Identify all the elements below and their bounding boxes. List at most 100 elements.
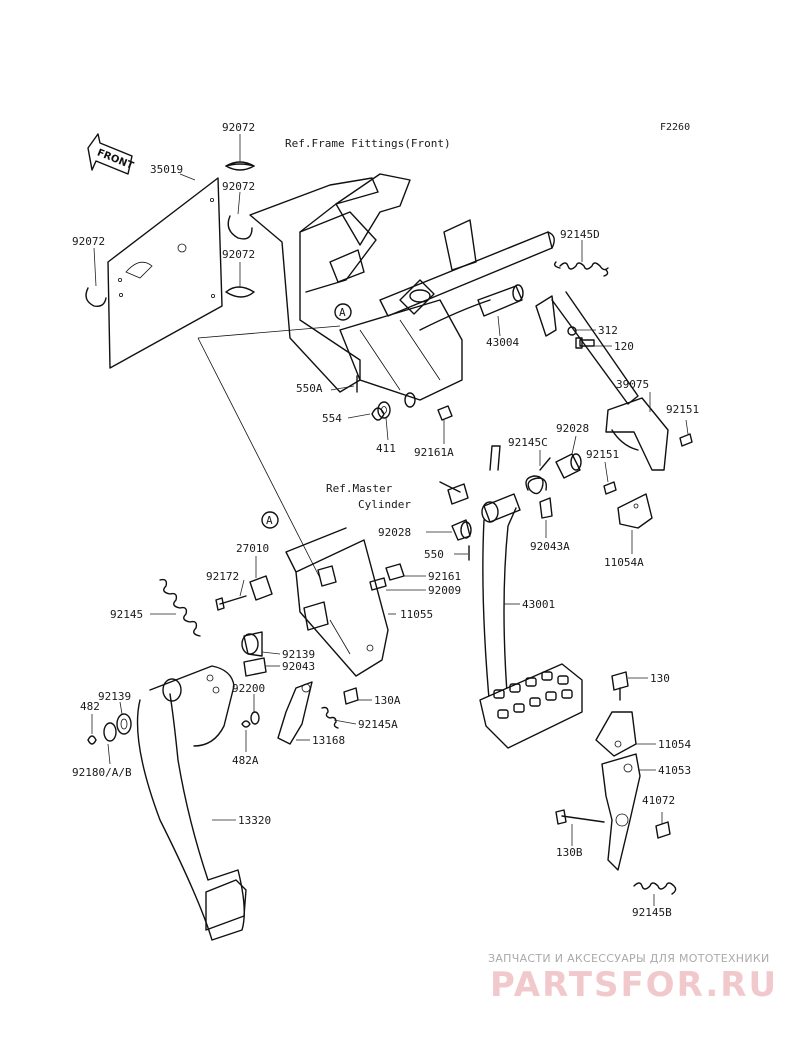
label-130a: 130A (374, 694, 401, 707)
spring-92145a (321, 706, 339, 729)
pin-92043a (539, 497, 553, 519)
clip-92072-b (227, 215, 253, 240)
bolt-130 (611, 671, 629, 701)
bracket-11055 (285, 527, 389, 677)
ref-master-cylinder-line2: Cylinder (358, 498, 411, 511)
callout-a-top: A (334, 303, 352, 321)
label-92072-b: 92072 (222, 180, 255, 193)
label-482a: 482A (232, 754, 259, 767)
cover-plate-35019 (107, 177, 223, 369)
tube-43004 (477, 284, 524, 317)
bolt-120 (575, 337, 595, 349)
svg-text:A: A (339, 306, 346, 319)
label-92145b: 92145B (632, 906, 672, 919)
label-92151-b: 92151 (586, 448, 619, 461)
bushing-92139-a (241, 631, 263, 657)
bushing-92028-b (451, 519, 472, 541)
label-130: 130 (650, 672, 670, 685)
label-92072-a: 92072 (222, 121, 255, 134)
label-92139-a: 92139 (282, 648, 315, 661)
ref-line-top (197, 325, 341, 339)
label-92180-a-b: 92180/A/B (72, 766, 132, 779)
svg-text:A: A (266, 514, 273, 527)
front-arrow-icon: FRONT (87, 133, 135, 175)
arm-39075 (535, 291, 669, 471)
spring-92145 (159, 578, 201, 637)
label-43001: 43001 (522, 598, 555, 611)
clutch-pedal-13320 (136, 665, 247, 941)
part-labels: 92072 35019 92072 92072 92072 92145D 312… (72, 121, 699, 919)
clip-92072-a (225, 161, 255, 171)
label-92009: 92009 (428, 584, 461, 597)
label-92072-c: 92072 (222, 248, 255, 261)
label-92145: 92145 (110, 608, 143, 621)
label-312: 312 (598, 324, 618, 337)
label-11054: 11054 (658, 738, 691, 751)
label-35019: 35019 (150, 163, 183, 176)
washer-92200 (250, 711, 260, 725)
clip-554 (371, 407, 385, 421)
plate-41053 (601, 753, 641, 871)
washer-411 (377, 401, 391, 419)
label-41072: 41072 (642, 794, 675, 807)
label-550a: 550A (296, 382, 323, 395)
label-11055: 11055 (400, 608, 433, 621)
bolt-92151-a (679, 433, 693, 447)
washer-92180 (103, 722, 117, 742)
label-92028-b: 92028 (378, 526, 411, 539)
label-92161a: 92161A (414, 446, 454, 459)
label-92145a: 92145A (358, 718, 398, 731)
label-43004: 43004 (486, 336, 519, 349)
clip-482a (241, 720, 251, 728)
nut-92161a (437, 405, 453, 421)
lever-13168 (277, 681, 313, 745)
label-13168: 13168 (312, 734, 345, 747)
switch-27010 (249, 575, 273, 601)
bolt-312 (567, 326, 577, 336)
bushing-92028-a (555, 453, 582, 479)
screw-92172 (215, 595, 247, 611)
bracket-11054 (595, 711, 637, 757)
label-92139-b: 92139 (98, 690, 131, 703)
bracket-11054a (617, 493, 653, 529)
label-92028-a: 92028 (556, 422, 589, 435)
nut-92161 (385, 563, 405, 581)
label-27010: 27010 (236, 542, 269, 555)
ref-master-cylinder-line1: Ref.Master (326, 482, 393, 495)
spring-92145b (633, 882, 677, 895)
collar-92043 (243, 657, 267, 677)
label-41053: 41053 (658, 764, 691, 777)
screw-92009 (369, 577, 387, 591)
label-411: 411 (376, 442, 396, 455)
watermark-tagline: ЗАПЧАСТИ И АКСЕССУАРЫ ДЛЯ МОТОТЕХНИКИ (488, 952, 770, 965)
label-92172: 92172 (206, 570, 239, 583)
label-92200: 92200 (232, 682, 265, 695)
clip-482 (87, 735, 97, 745)
label-92161: 92161 (428, 570, 461, 583)
label-11054a: 11054A (604, 556, 644, 569)
label-554: 554 (322, 412, 342, 425)
clip-92072-d (85, 287, 107, 308)
spring-92145d (553, 261, 609, 277)
label-92145d: 92145D (560, 228, 600, 241)
nut-41072 (655, 821, 671, 839)
figure-code: F2260 (660, 122, 690, 133)
bolt-130a (343, 687, 359, 705)
label-92151-a: 92151 (666, 403, 699, 416)
leader-lines (91, 134, 689, 906)
ref-frame-fittings: Ref.Frame Fittings(Front) (285, 137, 451, 150)
label-39075: 39075 (616, 378, 649, 391)
master-cylinder-rod (439, 481, 469, 505)
bolt-92151-b (603, 481, 617, 495)
label-482: 482 (80, 700, 100, 713)
label-92145c: 92145C (508, 436, 548, 449)
watermark-brand: PARTSFOR.RU (490, 965, 778, 1005)
watermark: ЗАПЧАСТИ И АКСЕССУАРЫ ДЛЯ МОТОТЕХНИКИ PA… (488, 952, 778, 1005)
label-92072-d: 92072 (72, 235, 105, 248)
label-92043: 92043 (282, 660, 315, 673)
washer-411b (404, 392, 416, 408)
callout-a-lower: A (261, 511, 279, 529)
bushing-92139-b (116, 713, 132, 735)
